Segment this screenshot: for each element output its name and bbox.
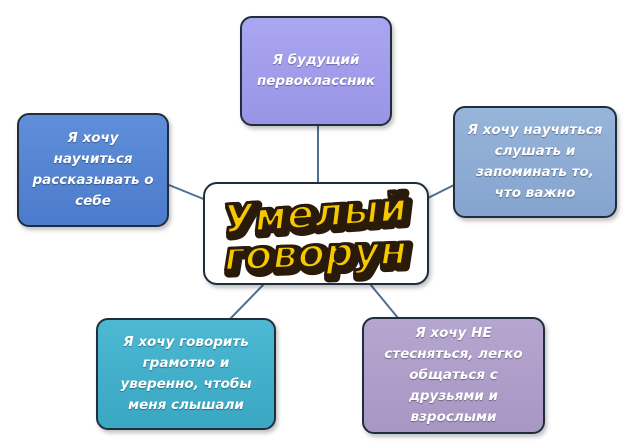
node-listen-remember-text: Я хочу научиться слушать и запоминать то… — [467, 122, 603, 201]
node-listen-remember: Я хочу научиться слушать и запоминать то… — [453, 106, 617, 218]
node-first-grader: Я будущий первоклассник — [240, 16, 392, 126]
node-tell-about-self-text: Я хочу научиться рассказывать о себе — [32, 130, 154, 209]
connector-right — [427, 184, 455, 199]
title-line2-shadow: говорун — [226, 231, 411, 283]
connector-bottom-left — [229, 283, 265, 320]
node-not-shy: Я хочу НЕ стесняться, легко общаться с д… — [362, 317, 545, 434]
node-tell-about-self: Я хочу научиться рассказывать о себе — [17, 113, 169, 227]
connector-bottom-right — [369, 283, 399, 319]
node-not-shy-text: Я хочу НЕ стесняться, легко общаться с д… — [384, 325, 523, 425]
node-speak-correctly-text: Я хочу говорить грамотно и уверенно, что… — [120, 334, 252, 413]
node-speak-correctly: Я хочу говорить грамотно и уверенно, что… — [96, 318, 276, 430]
connector-left — [168, 184, 207, 201]
title-line1-shadow: Умелый — [225, 187, 412, 246]
title-logo: Умелый Умелый говорун говорун — [220, 184, 416, 283]
node-first-grader-text: Я будущий первоклассник — [256, 52, 376, 89]
central-node: Умелый Умелый говорун говорун — [203, 182, 429, 285]
title-line2: говорун — [223, 228, 408, 280]
